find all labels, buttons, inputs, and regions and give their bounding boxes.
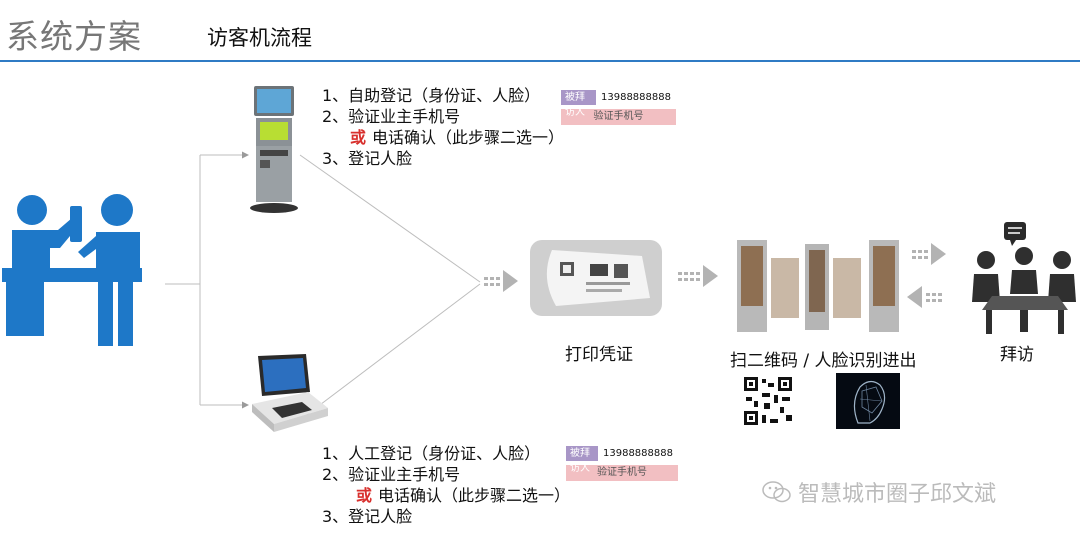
top-step-1: 1、自助登记（身份证、人脸）	[322, 86, 541, 105]
top-form-mock: 被拜访人 13988888888 验证手机号	[561, 89, 676, 125]
face-recognition-icon	[836, 373, 900, 429]
bottom-step-alt: 或电话确认（此步骤二选一）	[322, 485, 570, 506]
bottom-step-alt-text: 电话确认（此步骤二选一）	[378, 486, 571, 505]
bottom-step-3: 3、登记人脸	[322, 507, 413, 526]
page-title: 系统方案	[6, 17, 142, 56]
print-voucher-label: 打印凭证	[565, 345, 633, 365]
bottom-step-2: 2、验证业主手机号	[322, 465, 461, 484]
dotted-arrow-out	[907, 286, 942, 308]
visit-label: 拜访	[1000, 345, 1034, 365]
top-kiosk-steps: 1、自助登记（身份证、人脸） 2、验证业主手机号 或电话确认（此步骤二选一） 3…	[322, 85, 564, 169]
dotted-arrow-to-gate	[678, 265, 718, 287]
top-step-2: 2、验证业主手机号	[322, 107, 461, 126]
printed-voucher-image	[530, 240, 662, 316]
top-step-alt-text: 电话确认（此步骤二选一）	[372, 128, 565, 147]
header-divider	[0, 60, 1080, 62]
meeting-visit-icon	[972, 222, 1076, 334]
top-phone-field[interactable]: 13988888888	[601, 91, 671, 103]
bottom-verify-phone-button[interactable]: 验证手机号	[566, 465, 678, 481]
watermark: 智慧城市圈子邱文斌	[762, 476, 996, 508]
page-subtitle: 访客机流程	[207, 26, 312, 50]
branch-lines	[165, 151, 481, 421]
dotted-arrow-to-print	[484, 270, 518, 292]
gate-access-label: 扫二维码 / 人脸识别进出	[730, 351, 917, 371]
watermark-text: 智慧城市圈子邱文斌	[798, 482, 997, 507]
wechat-icon	[762, 481, 791, 503]
turnstile-gate-icon	[737, 240, 899, 332]
reception-people-icon	[2, 194, 142, 346]
bottom-visitee-tag: 被拜访人	[566, 445, 598, 474]
bottom-kiosk-steps: 1、人工登记（身份证、人脸） 2、验证业主手机号 或电话确认（此步骤二选一） 3…	[322, 443, 570, 527]
bottom-form-mock: 被拜访人 13988888888 验证手机号	[566, 445, 678, 481]
bottom-phone-field[interactable]: 13988888888	[603, 447, 673, 459]
top-step-alt: 或电话确认（此步骤二选一）	[322, 127, 564, 148]
bottom-or-label: 或	[356, 486, 373, 505]
self-service-kiosk-icon	[250, 86, 298, 213]
desktop-visitor-terminal-icon	[252, 354, 328, 432]
bottom-step-1: 1、人工登记（身份证、人脸）	[322, 444, 541, 463]
top-visitee-tag: 被拜访人	[561, 89, 596, 118]
qr-code-icon	[742, 375, 794, 427]
top-step-3: 3、登记人脸	[322, 149, 413, 168]
dotted-arrow-in	[912, 243, 946, 265]
top-or-label: 或	[350, 128, 367, 147]
top-verify-phone-button[interactable]: 验证手机号	[561, 109, 676, 125]
